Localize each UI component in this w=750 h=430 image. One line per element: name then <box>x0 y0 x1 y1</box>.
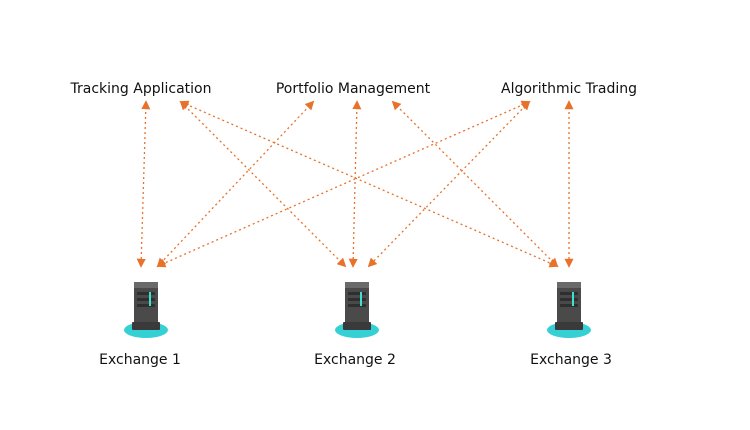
connector-algo-ex2 <box>367 100 531 268</box>
connector-tracking-ex1 <box>136 100 151 268</box>
connector-tracking-ex2 <box>179 100 347 268</box>
connector-algo-ex1 <box>156 100 531 268</box>
node-tracking-application: Tracking Application <box>70 81 212 97</box>
server-icon <box>335 282 379 338</box>
server-icon <box>124 282 168 338</box>
node-exchange-1: Exchange 1 <box>99 352 181 368</box>
node-algorithmic-trading: Algorithmic Trading <box>501 81 637 97</box>
node-exchange-2: Exchange 2 <box>314 352 396 368</box>
connector-portfolio-ex1 <box>156 100 315 268</box>
server-icon <box>547 282 591 338</box>
connector-portfolio-ex3 <box>391 100 559 268</box>
connector-tracking-ex3 <box>179 100 559 268</box>
connector-portfolio-ex2 <box>348 100 362 268</box>
connections-layer <box>136 100 574 268</box>
node-exchange-3: Exchange 3 <box>530 352 612 368</box>
node-portfolio-management: Portfolio Management <box>275 81 431 97</box>
